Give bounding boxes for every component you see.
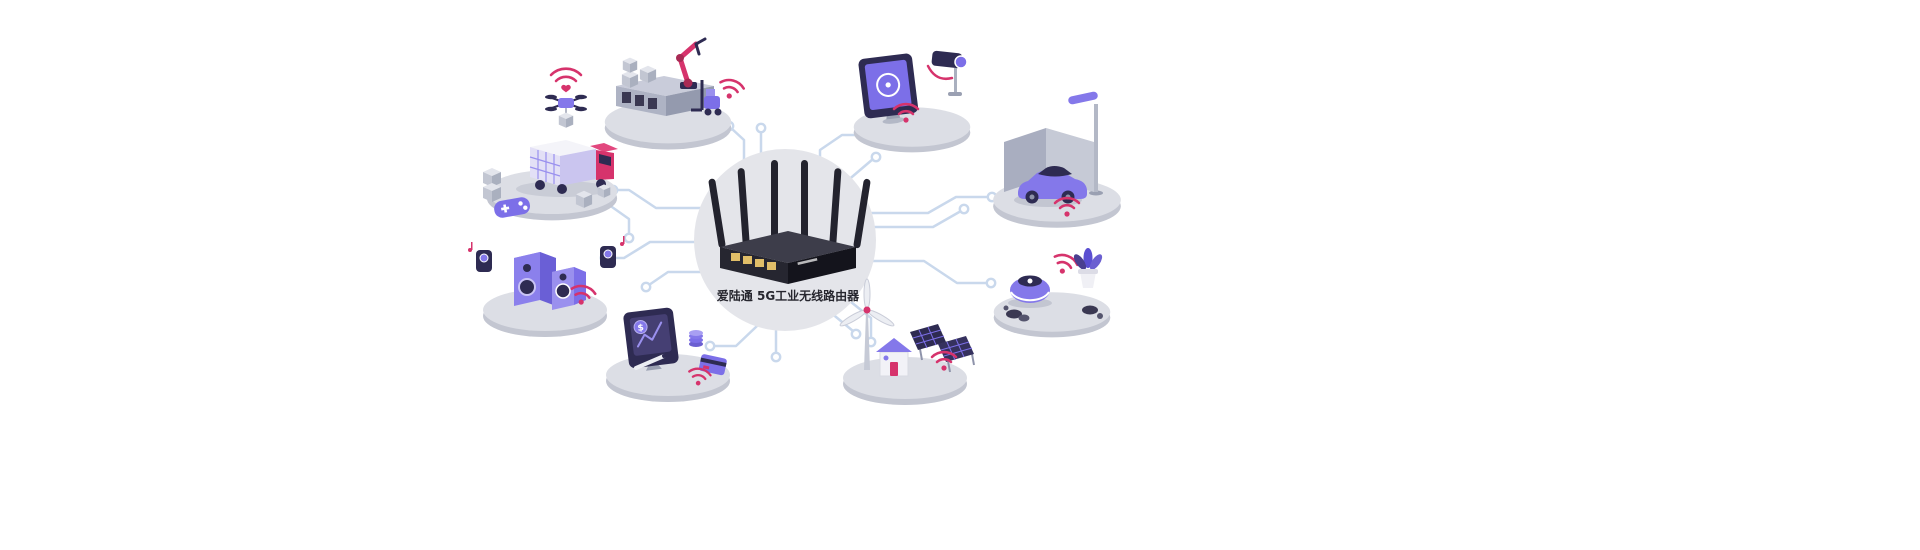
potted-plant-icon [1073, 248, 1103, 288]
dashboard-screen-icon: $ [623, 307, 679, 371]
node-video-surveillance [853, 50, 971, 153]
pen-icon [634, 351, 672, 370]
circuit-traces [603, 126, 991, 356]
audio-device-icon [600, 236, 625, 268]
coins-icon [689, 330, 703, 347]
node-smart-factory [604, 37, 747, 150]
cargo-truck-icon [516, 140, 618, 197]
currency-symbol: $ [637, 323, 644, 334]
audio-device-icon [468, 242, 492, 272]
node-smart-audio [468, 236, 625, 337]
smart-house-icon [876, 338, 912, 377]
wifi-signal-icon [715, 76, 747, 103]
node-smart-logistics [483, 67, 618, 221]
router-body [720, 231, 856, 284]
wind-turbine-icon [839, 278, 895, 370]
router-antennas [708, 160, 871, 249]
car-icon [1014, 166, 1087, 207]
node-smart-energy [839, 278, 975, 405]
center-hub: 爱陆通 5G工业无线路由器 [694, 149, 876, 331]
node-smart-vehicle [993, 91, 1121, 228]
cctv-camera-icon [926, 50, 968, 96]
robotic-arm-icon [676, 37, 707, 89]
solar-panel-icon [910, 324, 975, 373]
forklift-icon [691, 80, 722, 116]
node-smart-finance: $ [606, 307, 730, 402]
center-label: 爱陆通 5G工业无线路由器 [717, 288, 860, 303]
router-5g-icon [708, 160, 871, 284]
game-controller-icon [494, 197, 531, 218]
package-box-icon [558, 112, 574, 128]
monitor-icon [858, 53, 919, 124]
speaker-icon [514, 252, 556, 306]
heart-icon [561, 84, 571, 93]
street-lamp-icon [1068, 91, 1103, 196]
speaker-icon [552, 267, 586, 310]
node-smart-home-device [993, 248, 1111, 338]
wifi-signal-icon [549, 67, 583, 93]
delivery-drone-icon [545, 94, 587, 128]
robot-vacuum-icon [1008, 275, 1052, 308]
rocks-icon [1003, 305, 1103, 322]
